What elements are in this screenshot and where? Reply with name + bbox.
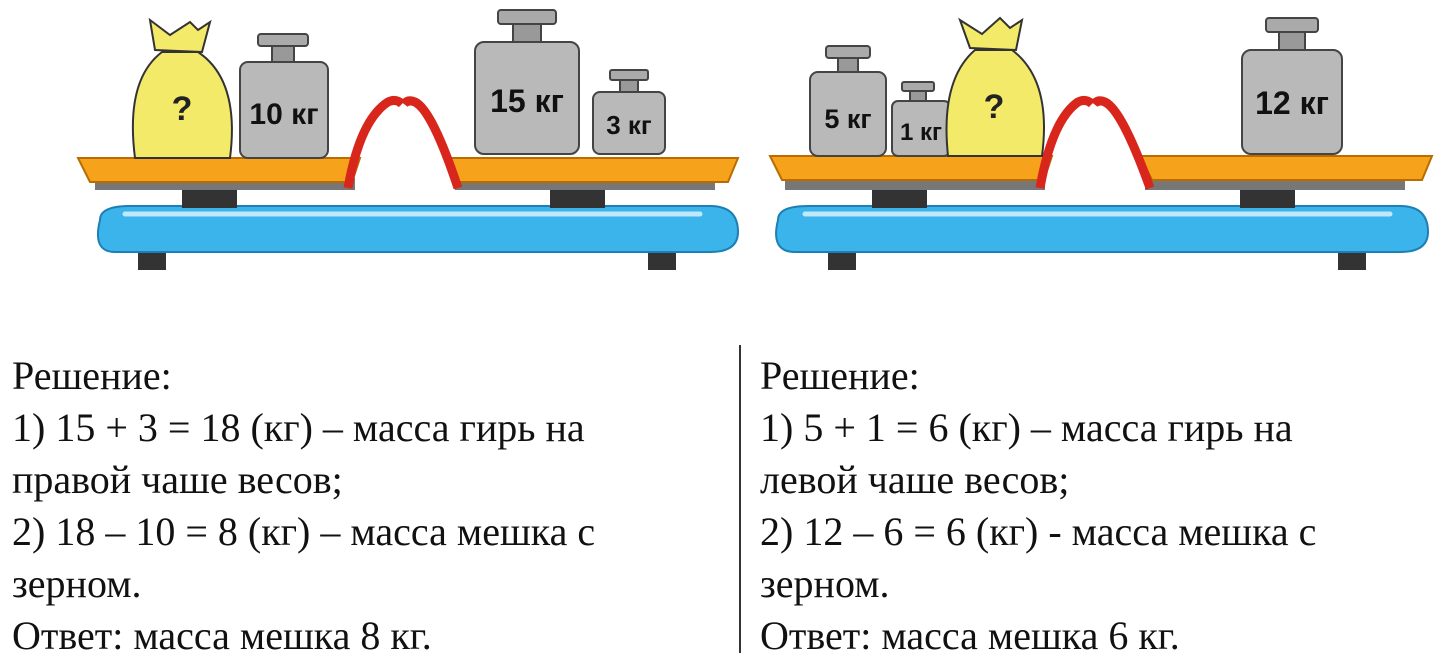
weight-15kg: 15 кг [474,9,580,155]
solution-line: 2) 18 – 10 = 8 (кг) – масса мешка с [12,509,596,554]
svg-text:3 кг: 3 кг [606,110,652,140]
grain-bag: ? [945,16,1045,157]
scale-illustration-right: 5 кг 1 кг ? 12 кг [760,0,1440,280]
svg-text:10 кг: 10 кг [249,98,318,131]
solution-line: зерном. [760,561,890,606]
weight-3kg: 3 кг [592,69,666,155]
svg-text:15 кг: 15 кг [490,83,564,119]
grain-bag: ? [131,17,233,159]
solution-heading: Решение: [760,353,920,398]
spring [1035,95,1096,189]
scale-illustration-left: ? 10 кг 15 кг 3 кг [70,0,750,280]
solution-heading: Решение: [12,353,172,398]
weight-1kg: 1 кг [891,81,951,157]
scale-base [96,205,740,253]
spring [343,95,406,189]
solution-right: Решение: 1) 5 + 1 = 6 (кг) – масса гирь … [760,350,1440,662]
solution-left: Решение: 1) 15 + 3 = 18 (кг) – масса гир… [12,350,732,662]
weight-5kg: 5 кг [809,45,887,157]
weight-10kg: 10 кг [239,33,329,159]
solution-answer: Ответ: масса мешка 6 кг. [760,613,1180,658]
solution-line: 2) 12 – 6 = 6 (кг) - масса мешка с [760,509,1317,554]
solution-answer: Ответ: масса мешка 8 кг. [12,613,432,658]
right-pan [1138,155,1434,181]
svg-text:5 кг: 5 кг [824,104,871,134]
bag-unknown-mark: ? [984,88,1005,126]
svg-text:1 кг: 1 кг [900,119,942,146]
scale-base [775,205,1430,253]
svg-text:12 кг: 12 кг [1255,85,1329,121]
solution-line: 1) 15 + 3 = 18 (кг) – масса гирь на [12,405,585,450]
solution-line: правой чаше весов; [12,457,343,502]
solution-line: зерном. [12,561,142,606]
left-pan [76,157,362,183]
column-divider [739,345,741,653]
solution-line: левой чаше весов; [760,457,1070,502]
bag-unknown-mark: ? [172,90,193,128]
weight-12kg: 12 кг [1241,17,1343,155]
right-pan [446,157,740,183]
solution-line: 1) 5 + 1 = 6 (кг) – масса гирь на [760,405,1293,450]
left-pan [768,155,1054,181]
